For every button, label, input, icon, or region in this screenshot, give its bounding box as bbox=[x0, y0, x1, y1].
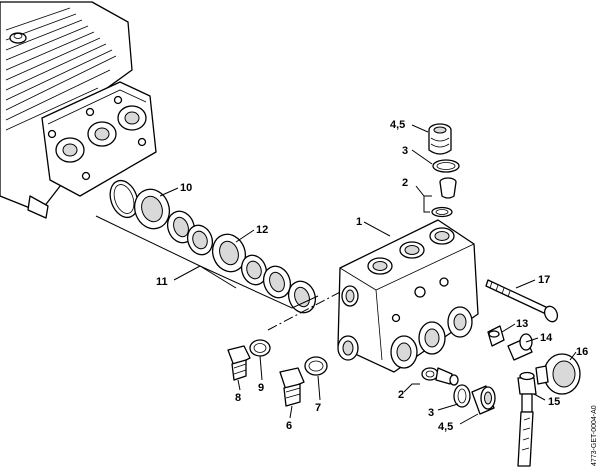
seal-ring-7 bbox=[304, 356, 328, 376]
plug-6 bbox=[279, 367, 305, 407]
callout-14: 14 bbox=[540, 332, 553, 344]
drawing-code: 4773-GET-0004-A0 bbox=[591, 405, 598, 466]
callout-17: 17 bbox=[538, 274, 550, 286]
manifold-body bbox=[337, 219, 479, 373]
callout-3-bottom: 3 bbox=[428, 407, 434, 419]
callout-6: 6 bbox=[286, 420, 292, 432]
fitting-13 bbox=[487, 325, 505, 347]
seal-ring-9 bbox=[249, 339, 271, 357]
packing-ring-b bbox=[186, 224, 214, 256]
packing-ring-d bbox=[262, 265, 292, 299]
callout-2-bottom: 2 bbox=[398, 389, 404, 401]
callout-4-5-bottom: 4,5 bbox=[438, 421, 453, 433]
callout-4-5-top: 4,5 bbox=[390, 119, 405, 131]
callout-7: 7 bbox=[315, 402, 321, 414]
callout-16: 16 bbox=[576, 346, 588, 358]
callout-13: 13 bbox=[516, 318, 528, 330]
callout-3-top: 3 bbox=[402, 145, 408, 157]
valve-insert-top bbox=[439, 177, 457, 199]
leader-lines bbox=[159, 124, 577, 425]
seal-sleeve-10 bbox=[133, 188, 171, 230]
packing-ring-c bbox=[240, 254, 268, 286]
callout-1: 1 bbox=[356, 216, 362, 228]
valve-seat-ring-bottom bbox=[421, 367, 439, 381]
callout-9: 9 bbox=[258, 382, 264, 394]
piston-sleeves bbox=[55, 105, 147, 163]
pump-crankcase bbox=[0, 1, 157, 219]
elbow-14 bbox=[507, 333, 533, 361]
callout-10: 10 bbox=[180, 182, 192, 194]
high-pressure-hose bbox=[517, 411, 534, 467]
tie-bolt bbox=[485, 279, 559, 323]
callout-15: 15 bbox=[548, 396, 560, 408]
valve-plug-bottom bbox=[471, 385, 496, 415]
o-ring-top bbox=[432, 159, 460, 173]
valve-insert-bottom bbox=[435, 367, 459, 386]
pressure-gauge-16 bbox=[535, 353, 581, 395]
valve-seat-ring-top bbox=[431, 206, 453, 218]
valve-plug-top bbox=[428, 123, 452, 155]
callout-8: 8 bbox=[235, 392, 241, 404]
callout-11: 11 bbox=[156, 276, 168, 288]
o-ring-bottom bbox=[453, 384, 471, 408]
packing-sleeve-12 bbox=[211, 233, 247, 273]
callout-2-top: 2 bbox=[402, 177, 408, 189]
plug-8 bbox=[227, 345, 251, 381]
callout-12: 12 bbox=[256, 224, 268, 236]
seal-o-ring-10 bbox=[109, 179, 139, 219]
tee-fitting-15 bbox=[517, 371, 537, 413]
